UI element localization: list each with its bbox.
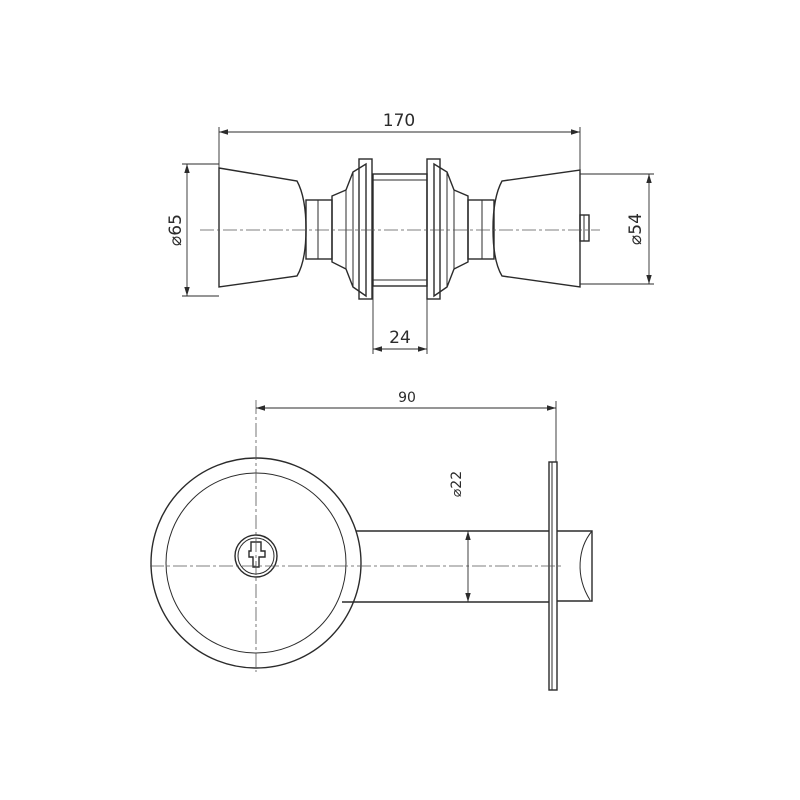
left-knob bbox=[218, 167, 307, 288]
knob-set-side-view bbox=[200, 158, 600, 300]
dimension-bolt-diameter: ⌀22 bbox=[449, 471, 471, 602]
left-rose bbox=[331, 162, 367, 298]
dimension-backset: 90 bbox=[256, 390, 557, 462]
right-rose-plate bbox=[426, 158, 441, 300]
dimension-knob-diameter-left: ⌀65 bbox=[166, 163, 219, 297]
rose-latch-view bbox=[150, 400, 593, 691]
left-knob-neck bbox=[305, 199, 333, 260]
dimension-knob-diameter-right: ⌀54 bbox=[580, 173, 654, 285]
knob-diameter-right-label: ⌀54 bbox=[626, 213, 646, 245]
knob-diameter-left-label: ⌀65 bbox=[166, 214, 186, 246]
dimension-overall-length: 170 bbox=[218, 111, 581, 170]
backset-label: 90 bbox=[398, 390, 416, 406]
rose-spacing-label: 24 bbox=[389, 328, 411, 348]
overall-length-label: 170 bbox=[383, 111, 415, 131]
latch-face-plate bbox=[548, 461, 558, 691]
right-rose bbox=[433, 162, 469, 298]
bolt-diameter-label: ⌀22 bbox=[449, 471, 465, 497]
latch-tube bbox=[342, 530, 549, 603]
latch-bolt bbox=[557, 530, 593, 602]
keyhole-icon bbox=[248, 541, 266, 568]
left-rose-plate bbox=[358, 158, 373, 300]
right-knob-neck bbox=[467, 199, 495, 260]
right-knob bbox=[492, 169, 581, 288]
dimension-rose-spacing: 24 bbox=[372, 286, 428, 354]
